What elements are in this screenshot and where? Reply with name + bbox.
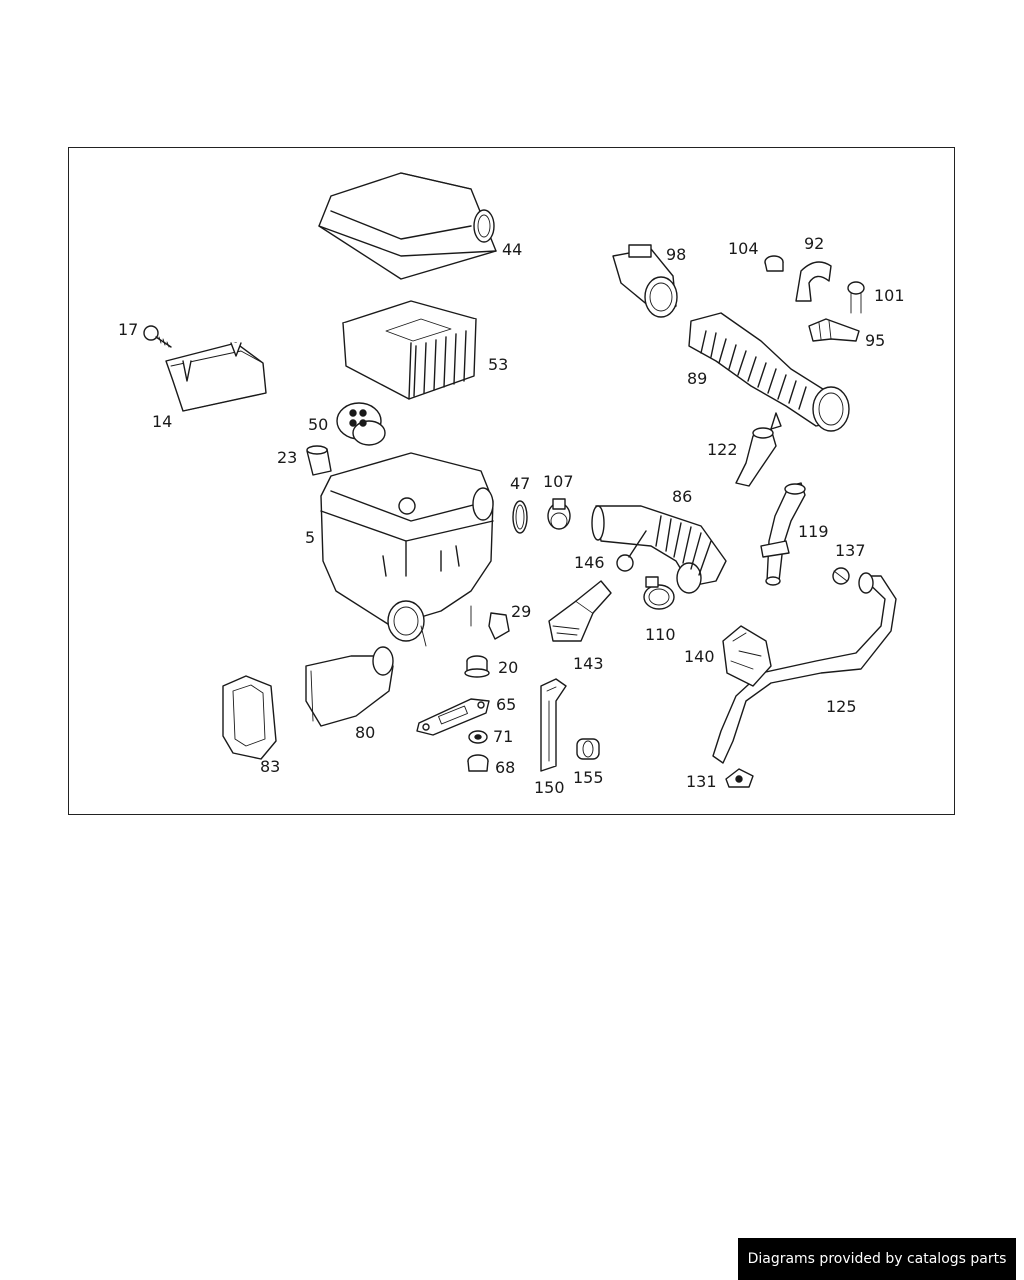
callout-137[interactable]: 137	[835, 541, 866, 560]
part-83-seal-frame[interactable]	[222, 675, 277, 760]
part-140-bracket[interactable]	[722, 625, 772, 687]
callout-125[interactable]: 125	[826, 697, 857, 716]
part-92-clamp[interactable]	[795, 261, 832, 302]
part-5-filter-housing[interactable]	[320, 452, 494, 647]
callout-95[interactable]: 95	[865, 331, 885, 350]
part-65-mounting-plate[interactable]	[416, 698, 490, 736]
callout-14[interactable]: 14	[152, 412, 172, 431]
part-17-screw[interactable]	[143, 325, 172, 348]
part-44-filter-cover[interactable]	[318, 172, 497, 280]
part-20-plug[interactable]	[464, 655, 490, 678]
callout-65[interactable]: 65	[496, 695, 516, 714]
part-104-bolt[interactable]	[764, 255, 784, 272]
callout-labels: 44 98 104 92 101 17 53 95 89 14 50 122 2…	[118, 234, 905, 797]
part-80-intake-duct[interactable]	[305, 646, 394, 727]
callout-68[interactable]: 68	[495, 758, 515, 777]
credit-text: Diagrams provided by catalogs parts	[747, 1251, 1007, 1267]
callout-83[interactable]: 83	[260, 757, 280, 776]
part-71-washer[interactable]	[468, 730, 488, 744]
part-122-elbow-hose[interactable]	[735, 427, 777, 487]
callout-71[interactable]: 71	[493, 727, 513, 746]
callout-92[interactable]: 92	[804, 234, 824, 253]
callout-146[interactable]: 146	[574, 553, 605, 572]
part-131-clip[interactable]	[725, 768, 754, 788]
part-125-vent-hose[interactable]	[712, 572, 897, 764]
part-146-sensor[interactable]	[616, 530, 647, 572]
part-29-clip[interactable]	[488, 612, 510, 640]
callout-104[interactable]: 104	[728, 239, 759, 258]
callout-140[interactable]: 140	[684, 647, 715, 666]
parts-diagram: 44 98 104 92 101 17 53 95 89 14 50 122 2…	[118, 172, 905, 797]
part-89-corrugated-hose[interactable]	[688, 312, 850, 432]
callout-119[interactable]: 119	[798, 522, 829, 541]
callout-80[interactable]: 80	[355, 723, 375, 742]
callout-44[interactable]: 44	[502, 240, 522, 259]
callout-110[interactable]: 110	[645, 625, 676, 644]
callout-20[interactable]: 20	[498, 658, 518, 677]
callout-150[interactable]: 150	[534, 778, 565, 797]
part-14-bracket[interactable]	[165, 342, 267, 412]
callout-50[interactable]: 50	[308, 415, 328, 434]
part-95-bracket[interactable]	[808, 318, 860, 342]
part-53-filter-element[interactable]	[342, 300, 477, 400]
part-101-bolt[interactable]	[847, 281, 865, 314]
callout-47[interactable]: 47	[510, 474, 530, 493]
callout-86[interactable]: 86	[672, 487, 692, 506]
callout-101[interactable]: 101	[874, 286, 905, 305]
callout-23[interactable]: 23	[277, 448, 297, 467]
callout-143[interactable]: 143	[573, 654, 604, 673]
callout-107[interactable]: 107	[543, 472, 574, 491]
part-150-seal-strip[interactable]	[540, 678, 567, 772]
callout-29[interactable]: 29	[511, 602, 531, 621]
callout-5[interactable]: 5	[305, 528, 315, 547]
part-155-grommet[interactable]	[576, 738, 600, 760]
part-119-hose[interactable]	[760, 482, 806, 586]
part-86-intake-hose[interactable]	[591, 505, 727, 594]
parts-diagram-frame: 44 98 104 92 101 17 53 95 89 14 50 122 2…	[68, 147, 955, 815]
callout-131[interactable]: 131	[686, 772, 717, 791]
part-143-connector[interactable]	[548, 580, 612, 642]
callout-89[interactable]: 89	[687, 369, 707, 388]
part-23-bushing[interactable]	[306, 445, 332, 476]
part-107-clamp[interactable]	[547, 498, 571, 530]
callout-17[interactable]: 17	[118, 320, 138, 339]
part-110-hose-clamp[interactable]	[643, 576, 675, 610]
part-98-air-mass-sensor[interactable]	[612, 244, 678, 318]
callout-98[interactable]: 98	[666, 245, 686, 264]
part-47-ring[interactable]	[512, 500, 528, 534]
callout-122[interactable]: 122	[707, 440, 738, 459]
callout-155[interactable]: 155	[573, 768, 604, 787]
callout-53[interactable]: 53	[488, 355, 508, 374]
part-137-clip[interactable]	[832, 567, 850, 585]
part-50-grommet[interactable]	[336, 402, 386, 446]
credit-banner: Diagrams provided by catalogs parts	[738, 1238, 1016, 1280]
part-68-nut[interactable]	[467, 754, 489, 772]
